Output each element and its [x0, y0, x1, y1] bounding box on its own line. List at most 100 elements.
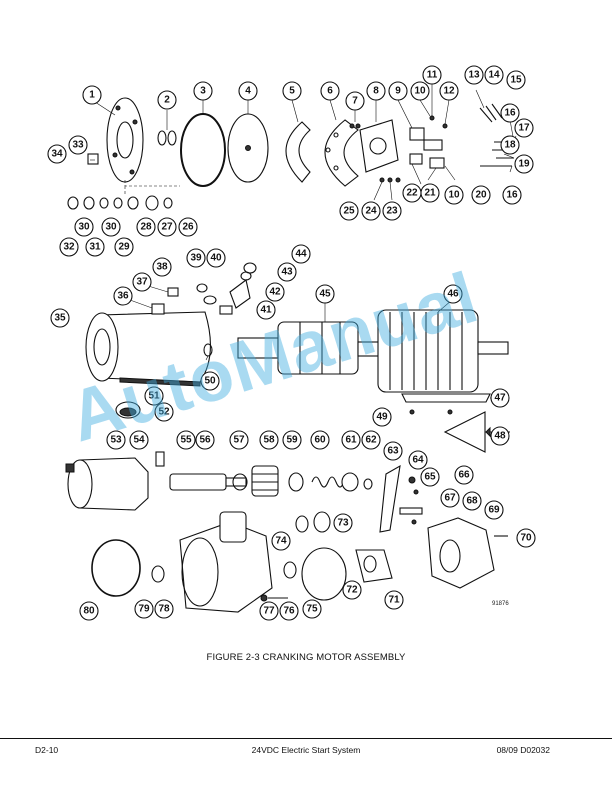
callout-3: 3	[193, 81, 213, 101]
callout-63: 63	[383, 441, 403, 461]
callout-65: 65	[420, 467, 440, 487]
svg-text:33: 33	[72, 140, 84, 151]
svg-text:51: 51	[148, 391, 160, 402]
svg-text:28: 28	[140, 222, 152, 233]
svg-text:16: 16	[506, 190, 518, 201]
callout-51: 51	[144, 386, 164, 406]
svg-text:80: 80	[83, 606, 95, 617]
callout-13: 13	[464, 65, 484, 85]
leader-lines	[90, 84, 517, 399]
svg-text:36: 36	[117, 291, 129, 302]
footer-doc-code: 08/09 D02032	[496, 745, 550, 755]
svg-text:22: 22	[406, 188, 418, 199]
svg-text:9: 9	[395, 86, 401, 97]
callout-42: 42	[265, 282, 285, 302]
callout-48: 48	[490, 426, 510, 446]
svg-text:32: 32	[63, 242, 75, 253]
callout-20: 20	[471, 185, 491, 205]
svg-text:61: 61	[345, 435, 357, 446]
svg-text:59: 59	[286, 435, 298, 446]
callout-23: 23	[382, 201, 402, 221]
callout-14: 14	[484, 65, 504, 85]
svg-text:12: 12	[443, 86, 455, 97]
callout-11: 11	[422, 65, 442, 85]
svg-text:17: 17	[518, 123, 530, 134]
callout-64: 64	[408, 450, 428, 470]
callout-79: 79	[134, 599, 154, 619]
callout-6: 6	[320, 81, 340, 101]
callout-67: 67	[440, 488, 460, 508]
callout-41: 41	[256, 300, 276, 320]
svg-text:53: 53	[110, 435, 122, 446]
callout-10-lower: 10	[444, 185, 464, 205]
svg-text:54: 54	[133, 435, 145, 446]
svg-text:58: 58	[263, 435, 275, 446]
callout-labels: 1 2 3 4 5 6 7 8 9 10 11 12 13 14 15 16 1…	[47, 65, 536, 621]
svg-text:6: 6	[327, 86, 333, 97]
svg-text:13: 13	[468, 70, 480, 81]
svg-text:27: 27	[161, 222, 173, 233]
callout-40: 40	[206, 248, 226, 268]
part-drawings	[65, 97, 514, 613]
svg-text:25: 25	[343, 206, 355, 217]
svg-text:10: 10	[448, 190, 460, 201]
drawing-number: 91876	[492, 601, 509, 607]
callout-60: 60	[310, 430, 330, 450]
svg-text:20: 20	[475, 190, 487, 201]
svg-text:35: 35	[54, 313, 66, 324]
svg-text:49: 49	[376, 412, 388, 423]
callout-46: 46	[443, 284, 463, 304]
callout-61: 61	[341, 430, 361, 450]
callout-58: 58	[259, 430, 279, 450]
callout-30-right: 30	[101, 217, 121, 237]
svg-text:74: 74	[275, 536, 287, 547]
svg-text:7: 7	[352, 96, 358, 107]
svg-text:68: 68	[466, 496, 478, 507]
callout-26: 26	[178, 217, 198, 237]
svg-text:76: 76	[283, 606, 295, 617]
svg-text:30: 30	[105, 222, 117, 233]
callout-71: 71	[384, 590, 404, 610]
svg-text:50: 50	[204, 376, 216, 387]
svg-text:29: 29	[118, 242, 130, 253]
callout-37: 37	[132, 272, 152, 292]
svg-text:57: 57	[233, 435, 245, 446]
svg-text:16: 16	[504, 108, 516, 119]
svg-text:78: 78	[158, 604, 170, 615]
figure-caption: FIGURE 2-3 CRANKING MOTOR ASSEMBLY	[206, 652, 406, 663]
callout-70: 70	[516, 528, 536, 548]
svg-text:2: 2	[164, 95, 170, 106]
svg-text:67: 67	[444, 493, 456, 504]
svg-text:72: 72	[346, 585, 358, 596]
callout-78: 78	[154, 599, 174, 619]
svg-text:3: 3	[200, 86, 206, 97]
svg-text:23: 23	[386, 206, 398, 217]
svg-text:77: 77	[263, 606, 275, 617]
callout-59: 59	[282, 430, 302, 450]
svg-text:71: 71	[388, 595, 400, 606]
svg-text:64: 64	[412, 455, 424, 466]
callout-68: 68	[462, 491, 482, 511]
callout-47: 47	[490, 388, 510, 408]
callout-19: 19	[514, 154, 534, 174]
svg-text:40: 40	[210, 253, 222, 264]
callout-36: 36	[113, 286, 133, 306]
svg-text:8: 8	[373, 86, 379, 97]
callout-38: 38	[152, 257, 172, 277]
svg-text:63: 63	[387, 446, 399, 457]
svg-text:55: 55	[180, 435, 192, 446]
svg-text:46: 46	[447, 289, 459, 300]
callout-75: 75	[302, 599, 322, 619]
footer-divider	[0, 738, 612, 739]
svg-text:43: 43	[281, 267, 293, 278]
callout-28: 28	[136, 217, 156, 237]
svg-text:18: 18	[504, 140, 516, 151]
callout-33: 33	[68, 135, 88, 155]
callout-45: 45	[315, 284, 335, 304]
callout-50: 50	[200, 371, 220, 391]
callout-52: 52	[154, 402, 174, 422]
svg-text:41: 41	[260, 305, 272, 316]
svg-text:44: 44	[295, 249, 307, 260]
svg-text:73: 73	[337, 518, 349, 529]
callout-35: 35	[50, 308, 70, 328]
